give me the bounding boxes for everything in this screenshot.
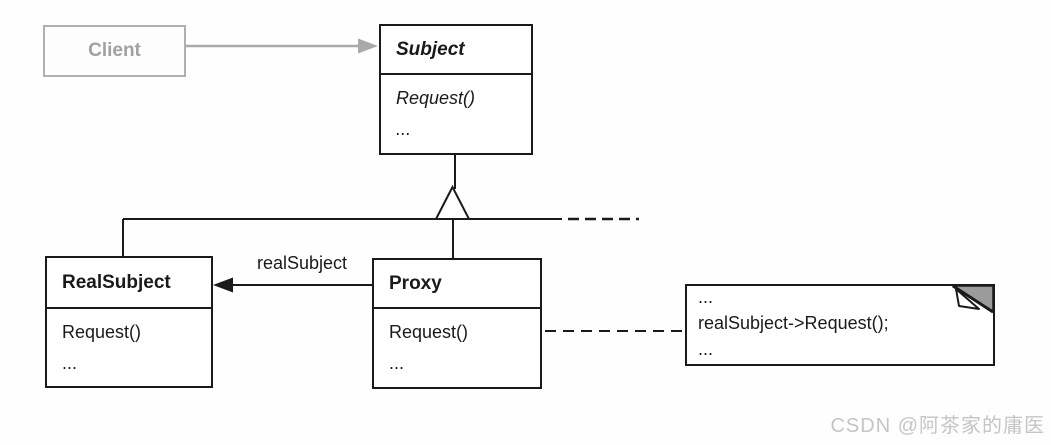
inheritance-triangle-icon xyxy=(434,184,471,220)
note-box xyxy=(685,284,995,366)
proxy-class-methods: Request() ... xyxy=(374,309,540,374)
subject-class-title: Subject xyxy=(381,26,531,75)
reference-arrowhead-icon xyxy=(213,277,233,293)
note-fold-crease-line xyxy=(952,284,994,314)
note-line-ellipsis-bottom: ... xyxy=(698,339,714,359)
subject-method-ellipsis: ... xyxy=(396,119,412,139)
proxy-class-title: Proxy xyxy=(374,260,540,309)
realsubject-class-methods: Request() ... xyxy=(47,309,211,374)
proxy-method-ellipsis: ... xyxy=(389,353,405,373)
realsubject-class-title: RealSubject xyxy=(47,258,211,309)
realsubject-method-ellipsis: ... xyxy=(62,353,78,373)
realsubject-class-box: RealSubject Request() ... xyxy=(45,256,213,388)
note-line-code: realSubject->Request(); xyxy=(698,313,889,333)
proxy-method-request: Request() xyxy=(389,322,469,342)
csdn-watermark: CSDN @阿茶家的庸医 xyxy=(830,415,1045,437)
proxy-class-box: Proxy Request() ... xyxy=(372,258,542,389)
subject-class-box: Subject Request() ... xyxy=(379,24,533,155)
client-class-box: Client xyxy=(43,25,186,77)
note-code-text: ... realSubject->Request(); ... xyxy=(698,284,889,362)
note-line-ellipsis-top: ... xyxy=(698,287,714,307)
client-association-arrowhead-icon xyxy=(358,38,378,54)
client-class-title: Client xyxy=(88,40,141,61)
note-fold-flap-icon xyxy=(955,288,980,310)
association-role-label: realSubject xyxy=(256,253,348,273)
subject-class-methods: Request() ... xyxy=(381,75,531,140)
realsubject-method-request: Request() xyxy=(62,322,142,342)
subject-method-request: Request() xyxy=(396,88,476,108)
